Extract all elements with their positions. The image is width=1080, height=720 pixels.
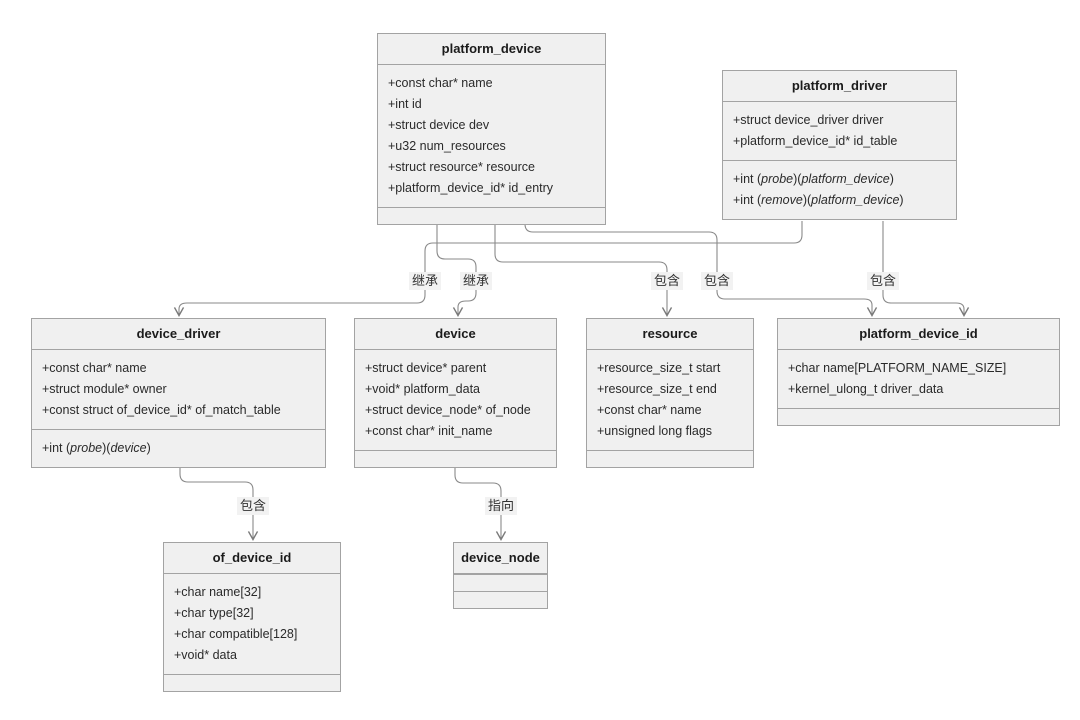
edge-label-inherit-1: 继承 (408, 272, 442, 290)
attribute: +platform_device_id* id_entry (388, 181, 554, 195)
class-title: platform_driver (723, 71, 956, 102)
method: +int (probe)(platform_device) (733, 172, 894, 186)
class-title: resource (587, 319, 753, 350)
attribute: +const char* name (597, 403, 702, 417)
methods-section-empty (164, 674, 340, 691)
methods-section-empty (378, 207, 605, 224)
class-title: of_device_id (164, 543, 340, 574)
attributes-section: +struct device* parent +void* platform_d… (355, 350, 556, 450)
class-platform-driver[interactable]: platform_driver +struct device_driver dr… (722, 70, 957, 220)
attribute: +kernel_ulong_t driver_data (788, 382, 944, 396)
class-device[interactable]: device +struct device* parent +void* pla… (354, 318, 557, 468)
attribute: +char compatible[128] (174, 627, 298, 641)
class-device-node[interactable]: device_node (453, 542, 548, 609)
attribute: +resource_size_t end (597, 382, 717, 396)
attribute: +struct module* owner (42, 382, 167, 396)
edge-platform-device-contains-platform-device-id (524, 222, 878, 317)
attributes-section-empty (454, 574, 547, 591)
class-platform-device-id[interactable]: platform_device_id +char name[PLATFORM_N… (777, 318, 1060, 426)
attribute: +void* data (174, 648, 237, 662)
class-resource[interactable]: resource +resource_size_t start +resourc… (586, 318, 754, 468)
attribute: +resource_size_t start (597, 361, 721, 375)
attributes-section: +char name[32] +char type[32] +char comp… (164, 574, 340, 674)
methods-section: +int (probe)(device) (32, 429, 325, 467)
attribute: +char name[32] (174, 585, 262, 599)
attributes-section: +const char* name +int id +struct device… (378, 65, 605, 207)
attribute: +char name[PLATFORM_NAME_SIZE] (788, 361, 1007, 375)
attributes-section: +resource_size_t start +resource_size_t … (587, 350, 753, 450)
attribute: +void* platform_data (365, 382, 481, 396)
methods-section-empty (454, 591, 547, 608)
attribute: +struct resource* resource (388, 160, 535, 174)
attribute: +u32 num_resources (388, 139, 506, 153)
attribute: +const char* name (388, 76, 493, 90)
attribute: +platform_device_id* id_table (733, 134, 898, 148)
edge-device-driver-contains-of-device-id (179, 468, 259, 541)
edge-label-contain-3: 包含 (866, 272, 900, 290)
edge-label-contain-2: 包含 (700, 272, 734, 290)
edge-platform-device-contains-resource (494, 222, 673, 317)
class-title: device (355, 319, 556, 350)
attribute: +const struct of_device_id* of_match_tab… (42, 403, 281, 417)
attribute: +struct device* parent (365, 361, 487, 375)
class-of-device-id[interactable]: of_device_id +char name[32] +char type[3… (163, 542, 341, 692)
edge-label-point-to: 指向 (484, 497, 518, 515)
edge-device-points-to-device-node (454, 468, 507, 541)
methods-section-empty (355, 450, 556, 467)
attribute: +char type[32] (174, 606, 254, 620)
attributes-section: +char name[PLATFORM_NAME_SIZE] +kernel_u… (778, 350, 1059, 408)
attribute: +const char* init_name (365, 424, 493, 438)
attribute: +struct device_driver driver (733, 113, 884, 127)
method: +int (probe)(device) (42, 441, 151, 455)
edge-label-contain-1: 包含 (650, 272, 684, 290)
class-title: platform_device (378, 34, 605, 65)
method: +int (remove)(platform_device) (733, 193, 904, 207)
edge-platform-driver-contains-platform-device-id (882, 221, 970, 317)
class-title: device_driver (32, 319, 325, 350)
edge-label-contain-4: 包含 (236, 497, 270, 515)
attribute: +int id (388, 97, 422, 111)
attribute: +struct device dev (388, 118, 490, 132)
class-platform-device[interactable]: platform_device +const char* name +int i… (377, 33, 606, 225)
edge-platform-device-inherits-device (436, 222, 477, 317)
methods-section-empty (587, 450, 753, 467)
methods-section-empty (778, 408, 1059, 425)
attribute: +const char* name (42, 361, 147, 375)
methods-section: +int (probe)(platform_device) +int (remo… (723, 160, 956, 219)
class-title: device_node (454, 543, 547, 574)
attribute: +unsigned long flags (597, 424, 713, 438)
edge-platform-driver-inherits-device-driver (173, 221, 803, 317)
attributes-section: +struct device_driver driver +platform_d… (723, 102, 956, 160)
class-device-driver[interactable]: device_driver +const char* name +struct … (31, 318, 326, 468)
attribute: +struct device_node* of_node (365, 403, 531, 417)
attributes-section: +const char* name +struct module* owner … (32, 350, 325, 429)
edge-label-inherit-2: 继承 (459, 272, 493, 290)
class-title: platform_device_id (778, 319, 1059, 350)
